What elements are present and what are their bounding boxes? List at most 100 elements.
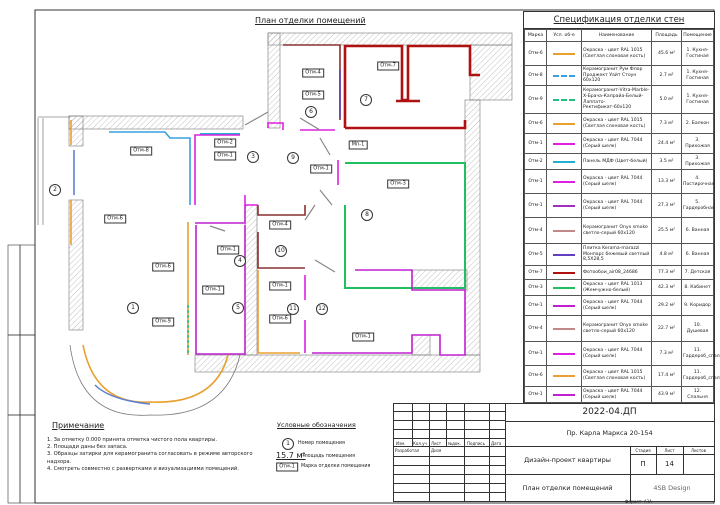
spec-symbol xyxy=(546,217,582,244)
spec-area: 3.5 м² xyxy=(651,153,682,170)
room-number: 1 xyxy=(127,302,139,314)
notes-list: 1. За отметку 0.000 принята отметка чист… xyxy=(47,437,277,473)
finish-mark-tag: Мп-1 xyxy=(348,140,368,150)
spec-area: 4.8 м² xyxy=(651,243,682,266)
spec-row: Отм-1 Окраска - цвет RAL 7044 (Серый шел… xyxy=(524,295,714,316)
sheet-format: Формат: А3А xyxy=(625,499,652,504)
spec-row: Отм-6 Окраска - цвет RAL 1015 (Светлая с… xyxy=(524,41,714,66)
spec-row: Отм-5 Плитка Kerama-marazzi Монпарс беже… xyxy=(524,243,714,266)
line-swatch-icon xyxy=(553,253,575,256)
col-list: Лист xyxy=(431,441,442,446)
spec-area: 13.3 м² xyxy=(651,169,682,194)
room-number: 2 xyxy=(49,184,61,196)
line-swatch-icon xyxy=(553,271,575,274)
spec-name: Керамогранит Рум Флор Проджект Уайт Стоу… xyxy=(581,65,652,86)
finish-spec-table: Спецификация отделки стен Марка Усл. об-… xyxy=(523,11,720,404)
spec-name: Окраска - цвет RAL 7044 (Серый шелк) xyxy=(581,193,652,218)
col-doc: №док. xyxy=(448,441,462,446)
line-swatch-icon xyxy=(553,142,575,145)
spec-room: 4. Постирочная xyxy=(681,169,714,194)
col-mark: Марка xyxy=(524,29,547,42)
spec-name: Окраска - цвет RAL 7044 (Серый шелк) xyxy=(581,133,652,154)
spec-name: Окраска - цвет RAL 7044 (Серый шелк) xyxy=(581,295,652,316)
finish-mark-tag: Отм-9 xyxy=(152,317,174,327)
spec-mark: Отм-6 xyxy=(524,365,547,387)
spec-area: 24.4 м² xyxy=(651,133,682,154)
legend-area-label: Площадь помещения xyxy=(301,454,355,459)
spec-area: 17.4 м² xyxy=(651,365,682,387)
legend-mark-symbol: Отм-1 xyxy=(276,462,298,472)
developed-label: Разработал xyxy=(395,448,420,453)
binding-strip xyxy=(7,244,36,504)
spec-room: 2. Балкон xyxy=(681,113,714,134)
spec-symbol xyxy=(546,85,582,114)
spec-row: Отм-4 Керамогранит Onyx smoke светло-сер… xyxy=(524,217,714,244)
spec-room: 3. Прихожая xyxy=(681,133,714,154)
line-swatch-icon xyxy=(553,160,575,163)
finish-mark-tag: Отм-4 xyxy=(302,68,324,78)
spec-name: Окраска - цвет RAL 1015 (Светлая слонова… xyxy=(581,113,652,134)
spec-symbol xyxy=(546,265,582,280)
spec-room: 5. Гардеробная xyxy=(681,193,715,218)
spec-name: Окраска - цвет RAL 1015 (Светлая слонова… xyxy=(581,365,652,387)
spec-area: 22.7 м² xyxy=(651,315,682,342)
note-item: 1. За отметку 0.000 принята отметка чист… xyxy=(47,437,217,443)
stage-label: Стадия xyxy=(635,448,651,453)
note-item: 3. Образцы затирки для керамогранита сог… xyxy=(47,451,253,465)
legend-room-symbol: 1 xyxy=(282,438,294,450)
spec-symbol xyxy=(546,65,582,86)
line-swatch-icon xyxy=(553,229,575,232)
spec-room: 8. Кабинет xyxy=(681,279,714,296)
spec-room: 11. Гардероб_спальни xyxy=(681,365,720,387)
spec-row: Отм-6 Окраска - цвет RAL 1015 (Светлая с… xyxy=(524,365,720,387)
spec-row: Отм-2 Панель МДФ (Цвет-белый) 3.5 м² 3. … xyxy=(524,153,714,170)
title-block: Изм. Кол.уч Лист №док. Подпись Дата Разр… xyxy=(393,403,715,502)
spec-row: Отм-9 Керамогранит-Vitra-Marble-X-Брача-… xyxy=(524,85,714,114)
spec-room: 1. Кухня-Гостиная xyxy=(681,41,714,66)
spec-mark: Отм-7 xyxy=(524,265,547,280)
room-number: 11 xyxy=(287,303,299,315)
line-swatch-icon xyxy=(553,52,575,55)
spec-area: 77.3 м² xyxy=(651,265,682,280)
spec-mark: Отм-4 xyxy=(524,217,547,244)
spec-mark: Отм-1 xyxy=(524,193,547,218)
spec-area: 7.3 м² xyxy=(651,341,682,366)
spec-room: 9. Коридор xyxy=(681,295,714,316)
spec-mark: Отм-1 xyxy=(524,295,547,316)
col-date: Дата xyxy=(491,441,502,446)
finish-mark-tag: Отм-4 xyxy=(269,220,291,230)
room-number: 7 xyxy=(360,94,372,106)
spec-mark: Отм-6 xyxy=(524,41,547,66)
room-number: 9 xyxy=(287,152,299,164)
finish-mark-tag: Отм-1 xyxy=(352,332,374,342)
spec-area: 43.9 м² xyxy=(651,386,682,403)
room-number: 4 xyxy=(234,255,246,267)
legend-mark-label: Марка отделки помещения xyxy=(301,464,371,469)
line-swatch-icon xyxy=(553,122,575,125)
note-item: 4. Смотреть совместно с развертками и ви… xyxy=(47,465,239,472)
spec-mark: Отм-1 xyxy=(524,133,547,154)
spec-mark: Отм-5 xyxy=(524,243,547,266)
spec-mark: Отм-2 xyxy=(524,153,547,170)
spec-room: 1. Кухня-Гостиная xyxy=(681,85,714,114)
spec-name: Окраска - цвет RAL 1013 (Жемчужно-белый) xyxy=(581,279,652,296)
line-swatch-icon xyxy=(553,204,575,207)
spec-mark: Отм-6 xyxy=(524,113,547,134)
project-code: 2022-04.ДП xyxy=(582,407,637,417)
line-swatch-icon xyxy=(553,375,575,377)
room-number: 5 xyxy=(232,302,244,314)
spec-row: Отм-3 Окраска - цвет RAL 1013 (Жемчужно-… xyxy=(524,279,714,296)
spec-room: 6. Ванная xyxy=(681,243,714,266)
spec-row: Отм-6 Окраска - цвет RAL 1015 (Светлая с… xyxy=(524,113,714,134)
spec-area: 2.7 м² xyxy=(651,65,682,86)
spec-name: Плитка Kerama-marazzi Монпарс бежевый св… xyxy=(581,243,652,266)
sheet-title: План отделки помещений xyxy=(522,484,613,492)
spec-symbol xyxy=(546,295,582,316)
spec-symbol xyxy=(546,169,582,194)
finish-mark-tag: Отм-1 xyxy=(214,151,236,161)
sheet-value: 14 xyxy=(665,460,674,468)
walls xyxy=(68,32,513,373)
spec-row: Отм-8 Керамогранит Рум Флор Проджект Уай… xyxy=(524,65,714,86)
spec-name: Панель МДФ (Цвет-белый) xyxy=(581,153,652,170)
spec-name: Окраска - цвет RAL 7044 (Серый шелк) xyxy=(581,386,652,403)
